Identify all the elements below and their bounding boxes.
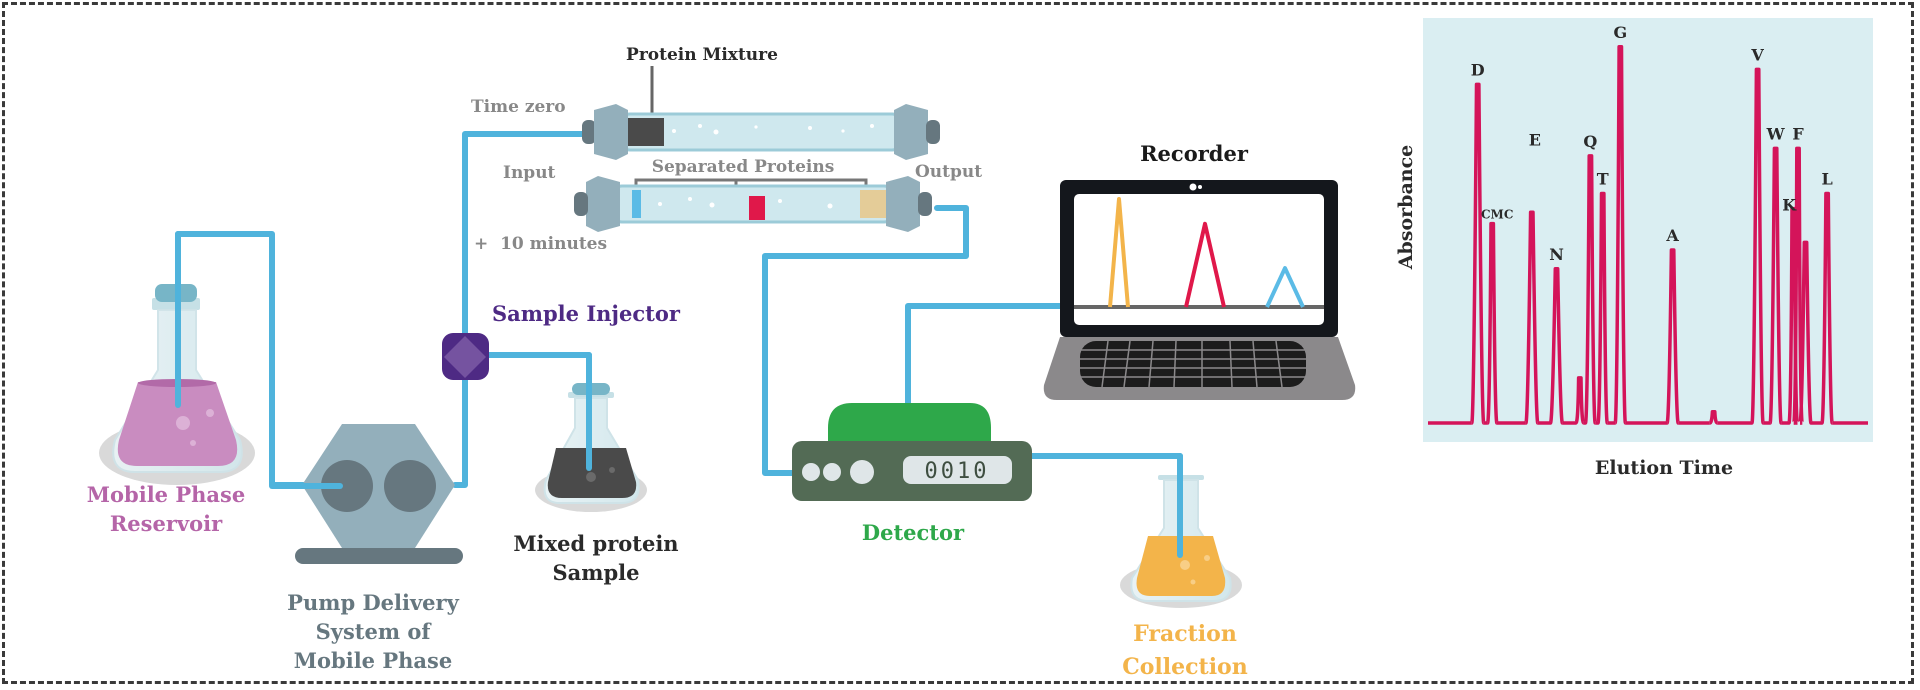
protein-band-orange bbox=[860, 190, 886, 218]
recorder-label: Recorder bbox=[1140, 141, 1249, 166]
injector-label: Sample Injector bbox=[492, 301, 681, 326]
recorder-peak bbox=[1184, 221, 1226, 308]
chart-peak-g bbox=[1613, 45, 1628, 425]
chart-peak-cmc bbox=[1485, 221, 1499, 425]
chart-peak-label: Q bbox=[1583, 132, 1597, 151]
column-ten-minutes bbox=[574, 176, 932, 232]
reservoir-label-line1: Mobile Phase bbox=[87, 482, 245, 507]
chart-peak-unlabeled bbox=[1574, 376, 1586, 425]
chart-peak-n bbox=[1548, 267, 1565, 425]
mixed-protein-sample bbox=[535, 352, 647, 512]
detector-button-2[interactable] bbox=[823, 463, 841, 481]
pump-label-line3: Mobile Phase bbox=[294, 648, 452, 673]
chart-peak-label: F bbox=[1792, 124, 1804, 143]
detector-button-1[interactable] bbox=[802, 463, 820, 481]
pump bbox=[269, 424, 463, 564]
chart-peak-label: E bbox=[1529, 130, 1541, 149]
chart-peak-labels: D CMC E N QT G A V W K F L bbox=[1471, 23, 1833, 264]
input-label: Input bbox=[503, 163, 556, 183]
recorder-laptop bbox=[1043, 180, 1356, 400]
chart-peak-t bbox=[1596, 191, 1610, 425]
sample-label-line2: Sample bbox=[552, 560, 639, 585]
chart-ylabel: Absorbance bbox=[1395, 145, 1417, 270]
separated-proteins-label: Separated Proteins bbox=[652, 157, 835, 177]
chart-peak-label: CMC bbox=[1481, 208, 1513, 222]
keyboard bbox=[1080, 340, 1306, 388]
recorder-peak bbox=[1108, 197, 1130, 308]
recorder-peaks bbox=[1108, 197, 1305, 308]
chart-peak-label: N bbox=[1549, 245, 1564, 264]
tube-pump-to-injector bbox=[452, 367, 468, 488]
recorder-peak bbox=[1265, 266, 1305, 308]
protein-mixture-label: Protein Mixture bbox=[626, 45, 778, 65]
chart-peak-d bbox=[1470, 82, 1486, 425]
tube-column-to-detector bbox=[762, 205, 969, 476]
chart-peak-label: G bbox=[1613, 23, 1627, 42]
column-time-zero bbox=[582, 104, 940, 160]
chart-peak-label: K bbox=[1782, 196, 1797, 215]
detector-label: Detector bbox=[862, 520, 965, 545]
fraction-collection-flask bbox=[1120, 453, 1242, 608]
chart-peak-label: W bbox=[1766, 124, 1786, 143]
fraction-label-line2: Collection bbox=[1122, 654, 1247, 680]
chart-peak-label: T bbox=[1597, 170, 1609, 189]
chromatogram-chart: D CMC E N QT G A V W K F L Elution Time Absorbance bbox=[1395, 18, 1873, 479]
detector-display: 0010 bbox=[925, 459, 990, 484]
chart-peak-label: L bbox=[1821, 170, 1832, 189]
chart-peak-unlabeled bbox=[1708, 409, 1719, 425]
fraction-label-line1: Fraction bbox=[1133, 621, 1237, 647]
sample-injector[interactable] bbox=[442, 333, 489, 380]
chart-peak-v bbox=[1750, 67, 1765, 425]
output-label: Output bbox=[915, 162, 982, 182]
reservoir-label-line2: Reservoir bbox=[110, 511, 223, 536]
chart-peaks bbox=[1428, 45, 1868, 425]
sample-label-line1: Mixed protein bbox=[513, 531, 678, 556]
chart-xlabel: Elution Time bbox=[1595, 457, 1733, 479]
pump-label-line2: System of bbox=[316, 619, 433, 644]
detector-button-3[interactable] bbox=[850, 460, 874, 484]
chart-peak-q bbox=[1583, 154, 1597, 425]
mobile-phase-reservoir bbox=[99, 231, 255, 485]
detector: 0010 bbox=[792, 403, 1032, 501]
chart-peak-label: V bbox=[1750, 45, 1764, 64]
chart-peak-label: A bbox=[1665, 226, 1679, 245]
chart-peak-w bbox=[1768, 146, 1783, 425]
chart-peak-e bbox=[1524, 210, 1540, 425]
pump-label-line1: Pump Delivery bbox=[287, 590, 459, 615]
chart-peak-unlabeled bbox=[1798, 240, 1813, 425]
tube-detector-to-recorder bbox=[905, 303, 1065, 411]
protein-band-red bbox=[749, 196, 765, 220]
tube-injector-to-column bbox=[462, 131, 593, 345]
chart-peak-a bbox=[1665, 248, 1680, 425]
ten-minutes-label: + 10 minutes bbox=[474, 234, 607, 254]
chart-peak-l bbox=[1820, 191, 1834, 425]
time-zero-label: Time zero bbox=[471, 97, 566, 117]
protein-band-blue bbox=[632, 190, 641, 218]
chart-peak-label: D bbox=[1471, 60, 1485, 79]
